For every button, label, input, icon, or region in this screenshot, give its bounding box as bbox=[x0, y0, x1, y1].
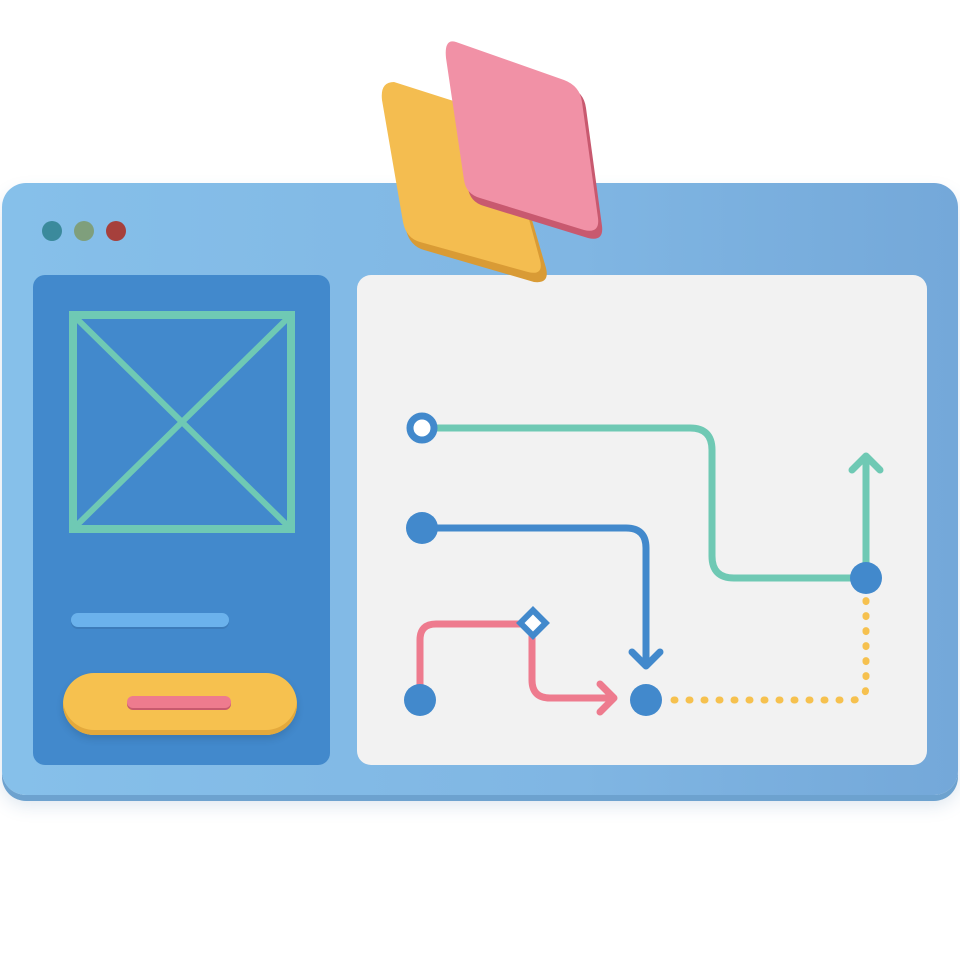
flow-line-dotted bbox=[670, 588, 870, 704]
start-node-blue[interactable] bbox=[406, 512, 438, 544]
window-dot-2[interactable] bbox=[74, 221, 94, 241]
wireframe-sidebar bbox=[33, 275, 330, 765]
arrow-up-icon bbox=[848, 452, 884, 474]
end-node[interactable] bbox=[850, 562, 882, 594]
decision-diamond-icon[interactable] bbox=[516, 606, 550, 640]
window-dot-3[interactable] bbox=[106, 221, 126, 241]
flow-line-pink bbox=[416, 620, 616, 704]
pink-tile bbox=[445, 41, 603, 239]
start-node-pink[interactable] bbox=[404, 684, 436, 716]
flow-line-blue bbox=[418, 524, 650, 664]
app-window bbox=[2, 183, 958, 795]
text-placeholder-line bbox=[71, 613, 229, 627]
flow-canvas bbox=[357, 275, 927, 765]
window-dot-1[interactable] bbox=[42, 221, 62, 241]
flow-line-teal bbox=[419, 424, 870, 582]
window-controls bbox=[42, 221, 126, 241]
arrow-right-icon bbox=[596, 680, 618, 716]
cta-button[interactable] bbox=[63, 673, 297, 735]
floating-tiles bbox=[381, 41, 603, 283]
start-node-hollow[interactable] bbox=[406, 412, 438, 444]
button-label-placeholder bbox=[127, 696, 231, 708]
merge-node[interactable] bbox=[630, 684, 662, 716]
arrow-down-icon bbox=[628, 648, 664, 670]
image-placeholder-icon bbox=[69, 311, 295, 533]
